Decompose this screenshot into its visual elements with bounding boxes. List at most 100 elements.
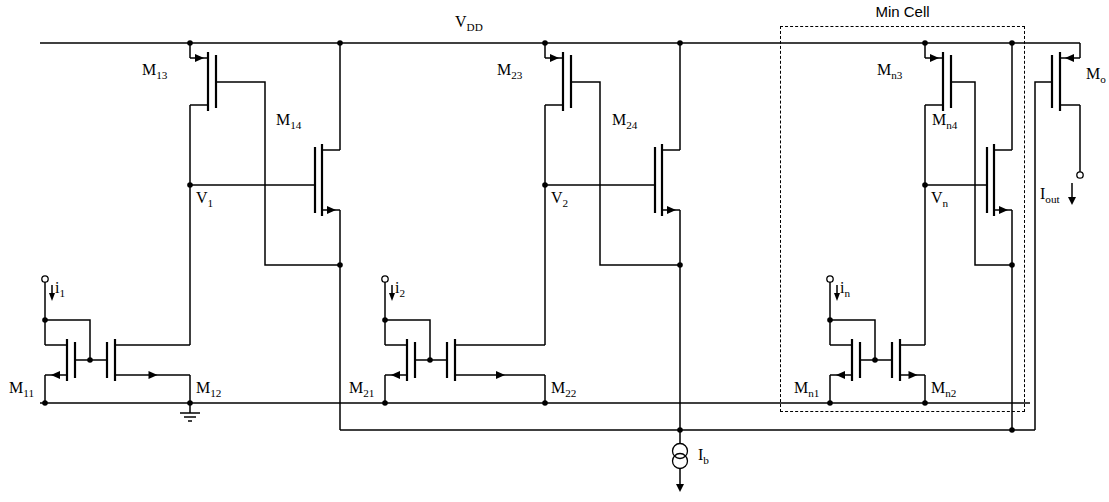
junction-dot — [542, 182, 548, 188]
wire — [189, 105, 191, 345]
output-current: Iout — [1040, 186, 1060, 202]
input-terminal — [42, 276, 48, 282]
wire — [544, 375, 546, 403]
junction-dot — [42, 400, 48, 406]
wire — [339, 43, 341, 150]
input-current: i1 — [55, 280, 65, 296]
wire — [679, 43, 681, 150]
wire — [189, 375, 191, 403]
wire — [44, 375, 46, 403]
arrow-head — [1065, 54, 1074, 62]
junction-dot — [677, 262, 683, 268]
junction-dot — [42, 317, 48, 323]
ground-symbol — [184, 416, 196, 418]
wire — [1011, 210, 1013, 430]
wire — [384, 375, 386, 403]
junction-dot — [337, 262, 343, 268]
wire — [190, 184, 315, 186]
junction-dot — [872, 357, 878, 363]
junction-dot — [1009, 40, 1015, 46]
junction-dot — [187, 182, 193, 188]
input-current: in — [840, 280, 850, 296]
junction-dot — [1009, 262, 1015, 268]
junction-dot — [187, 400, 193, 406]
cell-title: Min Cell — [781, 3, 1024, 20]
wire — [679, 210, 681, 430]
nmos-transistor — [830, 339, 860, 381]
current-arrow — [51, 285, 53, 294]
transistor-label: M21 — [349, 380, 374, 396]
wire — [544, 105, 546, 345]
input-terminal — [382, 276, 388, 282]
wire — [951, 82, 1012, 265]
transistor-label: M23 — [497, 62, 522, 78]
nmos-transistor — [892, 339, 925, 381]
current-arrow — [391, 285, 393, 294]
wire — [679, 430, 681, 444]
wire — [1079, 43, 1081, 58]
nmos-transistor — [987, 144, 1012, 216]
nmos-transistor — [655, 144, 680, 216]
arrow-head — [195, 54, 204, 62]
junction-dot — [87, 357, 93, 363]
wire — [679, 468, 681, 486]
wire — [571, 82, 680, 265]
arrow-head — [496, 371, 505, 379]
arrow-head — [667, 206, 676, 214]
input-current: i2 — [395, 280, 405, 296]
wire — [925, 184, 987, 186]
pmos-transistor — [190, 52, 216, 111]
arrow-head — [391, 371, 400, 379]
arrow-head — [51, 371, 60, 379]
arrow-head — [550, 54, 559, 62]
arrow-head — [836, 371, 845, 379]
input-wire — [384, 282, 386, 345]
junction-dot — [922, 400, 928, 406]
junction-dot — [542, 40, 548, 46]
wire — [216, 82, 340, 265]
junction-dot — [922, 40, 928, 46]
cell-boundary: Min Cell — [780, 26, 1025, 412]
junction-dot — [922, 182, 928, 188]
transistor-label: M24 — [612, 112, 637, 128]
arrow-head — [149, 371, 158, 379]
arrow-head — [909, 371, 918, 379]
junction-dot — [1009, 427, 1015, 433]
arrow-head — [327, 206, 336, 214]
transistor-label: Mn3 — [877, 62, 902, 78]
junction-dot — [382, 400, 388, 406]
nmos-transistor — [385, 339, 415, 381]
junction-dot — [827, 317, 833, 323]
input-terminal — [827, 276, 833, 282]
transistor-label: M14 — [276, 112, 301, 128]
transistor-label: M13 — [142, 62, 167, 78]
node-voltage: V1 — [196, 190, 213, 206]
wire — [385, 320, 430, 360]
arrow-head — [930, 54, 939, 62]
current-arrow — [834, 293, 840, 301]
wire — [339, 210, 341, 430]
pmos-transistor — [545, 52, 571, 111]
nmos-transistor — [45, 339, 75, 381]
nmos-transistor — [447, 339, 545, 381]
input-wire — [44, 282, 46, 345]
transistor-label: Mn1 — [794, 380, 819, 396]
supply-label: VDD — [455, 14, 483, 30]
wire — [45, 320, 90, 360]
wire — [830, 320, 875, 360]
current-arrow — [676, 484, 684, 492]
output-terminal — [1077, 172, 1083, 178]
current-arrow — [389, 293, 395, 301]
transistor-label: Mn2 — [931, 380, 956, 396]
junction-dot — [382, 317, 388, 323]
wire — [829, 375, 831, 403]
nmos-transistor — [315, 144, 340, 216]
transistor-label: Mo — [1086, 66, 1106, 82]
wire — [1011, 43, 1013, 150]
transistor-label: M22 — [551, 380, 576, 396]
wire — [1079, 105, 1081, 172]
junction-dot — [427, 357, 433, 363]
current-arrow — [1068, 197, 1076, 205]
pmos-transistor — [1052, 52, 1080, 111]
